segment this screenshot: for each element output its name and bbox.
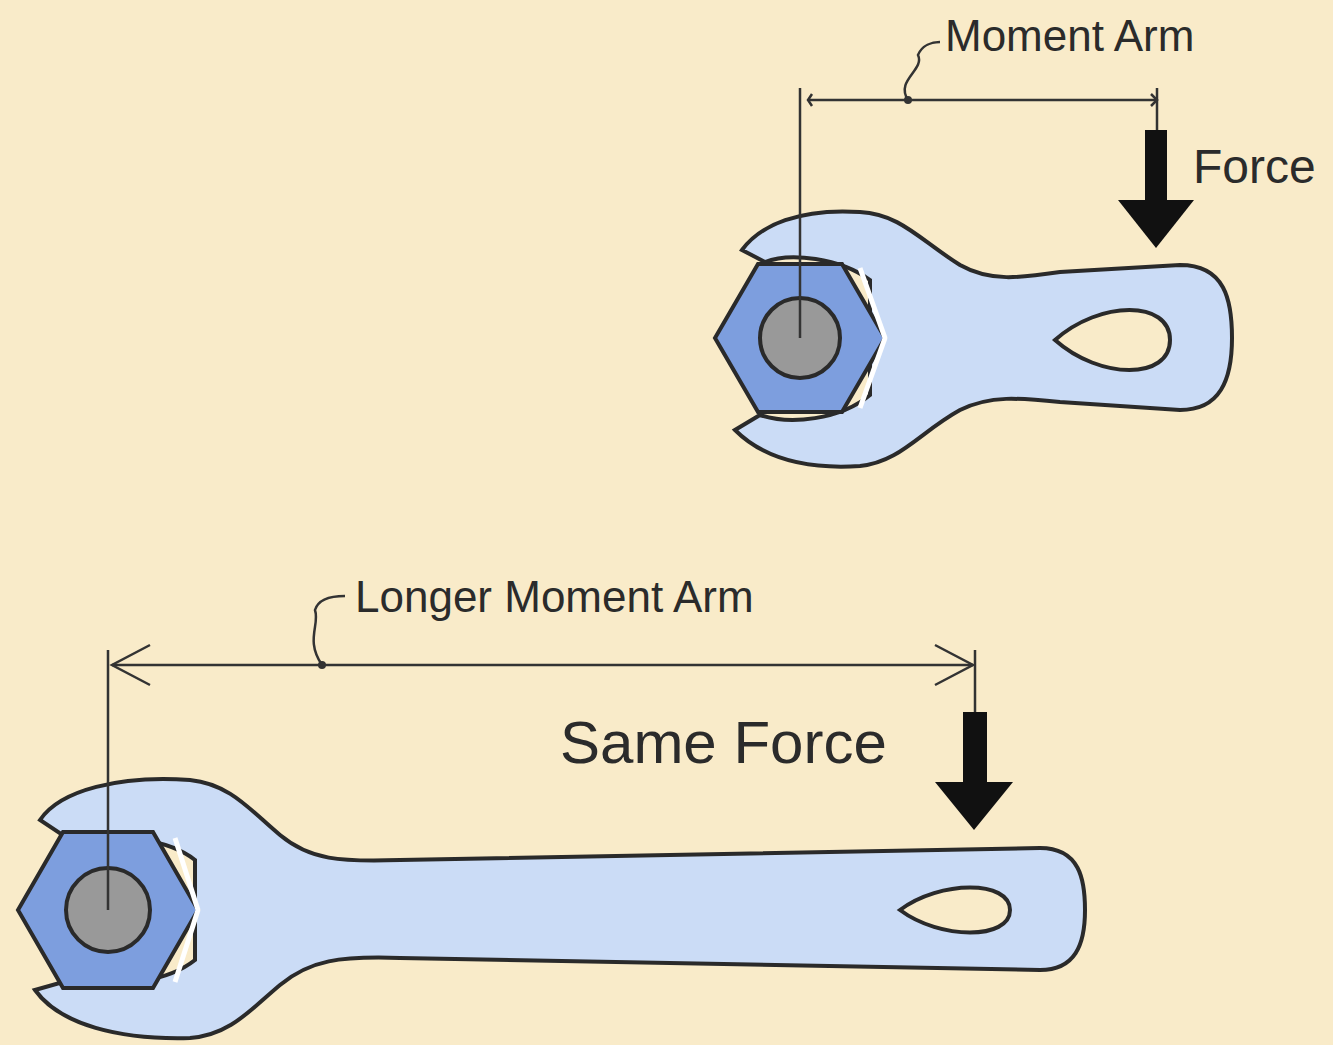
dimension-label: Longer Moment Arm (355, 575, 754, 619)
dimension-label: Moment Arm (945, 14, 1194, 58)
long-wrench (18, 779, 1085, 1038)
leader-dot (904, 96, 912, 104)
short-wrench (715, 211, 1232, 466)
leader-dot (318, 661, 326, 669)
force-arrow (935, 712, 1013, 830)
moment-arm-dimension (800, 42, 1157, 338)
force-label: Same Force (560, 713, 887, 773)
force-arrow (1118, 130, 1194, 248)
force-label: Force (1193, 143, 1316, 191)
longer-moment-arm-dimension (108, 596, 975, 910)
